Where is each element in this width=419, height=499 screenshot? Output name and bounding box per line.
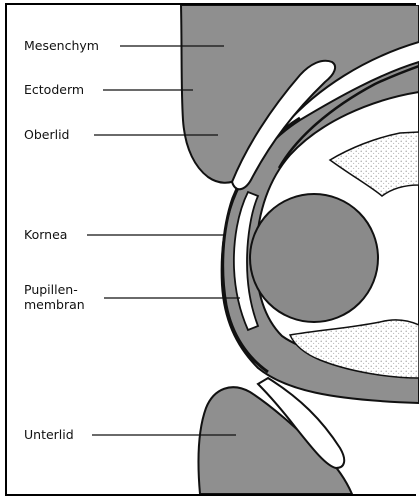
label-pupillenmembran: Pupillen- membran: [24, 282, 85, 312]
lens: [250, 194, 378, 322]
label-oberlid: Oberlid: [24, 127, 69, 142]
label-kornea: Kornea: [24, 227, 67, 242]
label-unterlid: Unterlid: [24, 427, 74, 442]
label-mesenchym: Mesenchym: [24, 38, 99, 53]
label-ectoderm: Ectoderm: [24, 82, 84, 97]
